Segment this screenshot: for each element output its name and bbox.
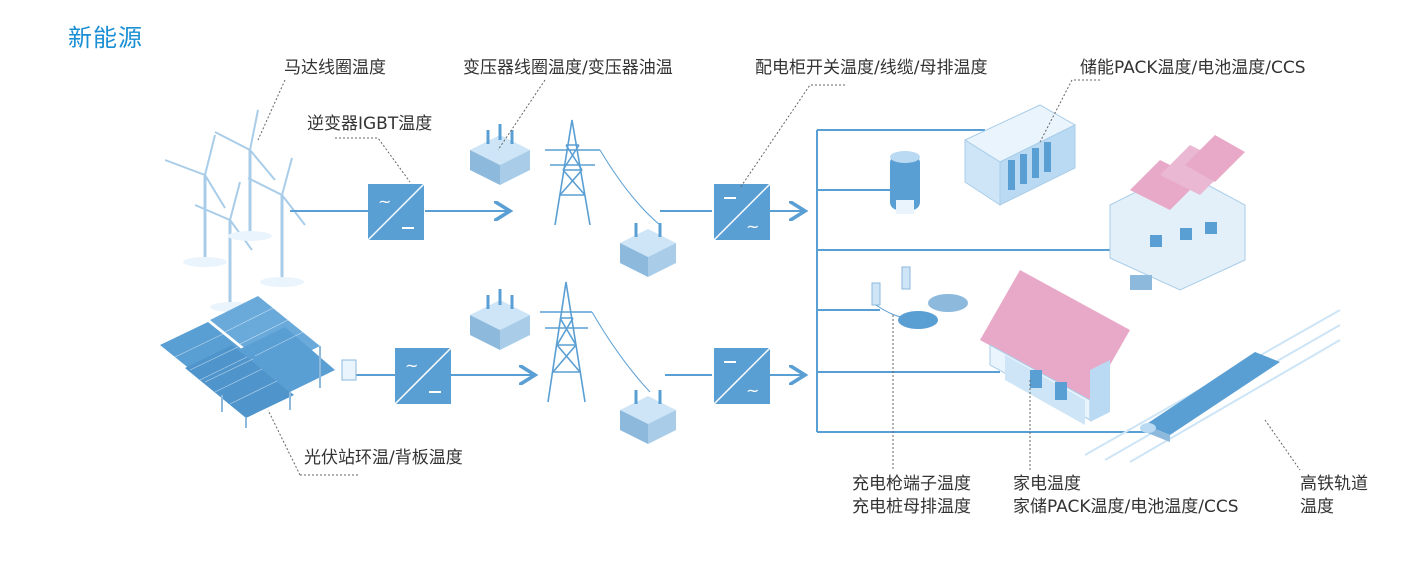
inverter-label: 逆变器IGBT温度 — [307, 114, 433, 134]
rail-label-1: 高铁轨道 — [1300, 474, 1368, 494]
svg-text:~: ~ — [405, 356, 418, 375]
page-title: 新能源 — [68, 24, 143, 52]
svg-text:~: ~ — [746, 217, 759, 236]
transformer-icon — [470, 124, 676, 444]
pv-label: 光伏站环温/背板温度 — [304, 448, 463, 468]
top-row-lines — [290, 129, 1160, 433]
rail-label-2: 温度 — [1300, 497, 1334, 517]
svg-text:~: ~ — [378, 192, 391, 211]
home-label-1: 家电温度 — [1013, 474, 1081, 494]
pylon-icon — [540, 119, 661, 403]
inverter-icon: ~ ~ — [341, 183, 452, 405]
ev-charger-icon — [871, 266, 968, 329]
storage-label: 储能PACK温度/电池温度/CCS — [1080, 58, 1306, 78]
svg-text:~: ~ — [746, 381, 759, 400]
house-icon — [980, 270, 1130, 425]
charger-label-1: 充电枪端子温度 — [852, 474, 971, 494]
switchgear-icon: ~ ~ — [713, 183, 771, 405]
wind-turbine-icon — [164, 109, 306, 312]
motor-label: 马达线圈温度 — [284, 58, 386, 78]
storage-container-icon — [963, 104, 1077, 206]
factory-icon — [1109, 135, 1246, 291]
home-label-2: 家储PACK温度/电池温度/CCS — [1013, 497, 1239, 517]
battery-icon — [890, 151, 920, 214]
switchgear-label: 配电柜开关温度/线缆/母排温度 — [755, 58, 988, 78]
train-icon — [1084, 309, 1341, 463]
transformer-label: 变压器线圈温度/变压器油温 — [463, 58, 673, 78]
leader-lines — [257, 79, 1301, 476]
solar-panel-icon — [160, 296, 335, 428]
charger-label-2: 充电桩母排温度 — [852, 497, 971, 517]
